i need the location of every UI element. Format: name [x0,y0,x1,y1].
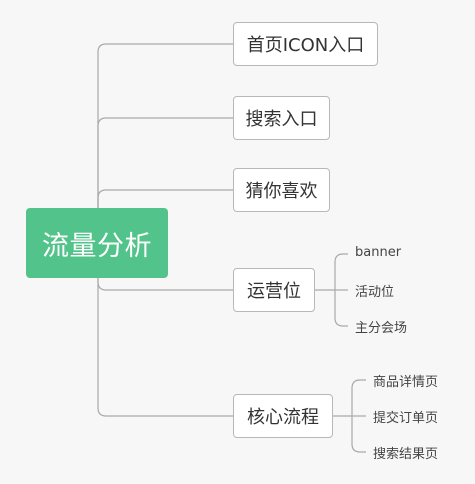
connector-branch-3 [97,278,233,291]
leaf-main-venue[interactable]: 主分会场 [355,321,408,336]
leaf-product-detail[interactable]: 商品详情页 [373,375,439,390]
branch-node-homepage-icon[interactable]: 首页ICON入口 [233,22,378,66]
leaf-banner[interactable]: banner [355,245,402,260]
connector-hexin-xiangqing [351,379,366,416]
branch-label: 核心流程 [247,407,319,428]
leaf-activity-slot[interactable]: 活动位 [355,285,395,300]
connector-branch-2 [97,189,233,208]
branch-node-recommend[interactable]: 猜你喜欢 [233,168,330,212]
connector-yunying-zhufen [334,290,348,327]
connector-hexin-sousuo [351,416,366,453]
connector-branch-0 [97,43,233,208]
branch-label: 运营位 [247,281,301,302]
branch-label: 猜你喜欢 [245,181,318,202]
branch-label: 首页ICON入口 [246,35,365,56]
branch-node-search-entry[interactable]: 搜索入口 [233,96,330,140]
branch-label: 搜索入口 [245,109,318,130]
connector-branch-1 [97,117,233,208]
branch-node-core-flow[interactable]: 核心流程 [233,394,333,438]
root-node[interactable]: 流量分析 [26,208,168,278]
leaf-submit-order[interactable]: 提交订单页 [373,411,439,426]
connector-branch-4 [97,278,233,417]
connector-yunying-banner [334,253,348,290]
leaf-search-results[interactable]: 搜索结果页 [373,447,439,462]
branch-node-operation-slot[interactable]: 运营位 [233,268,315,312]
root-label: 流量分析 [42,230,152,262]
